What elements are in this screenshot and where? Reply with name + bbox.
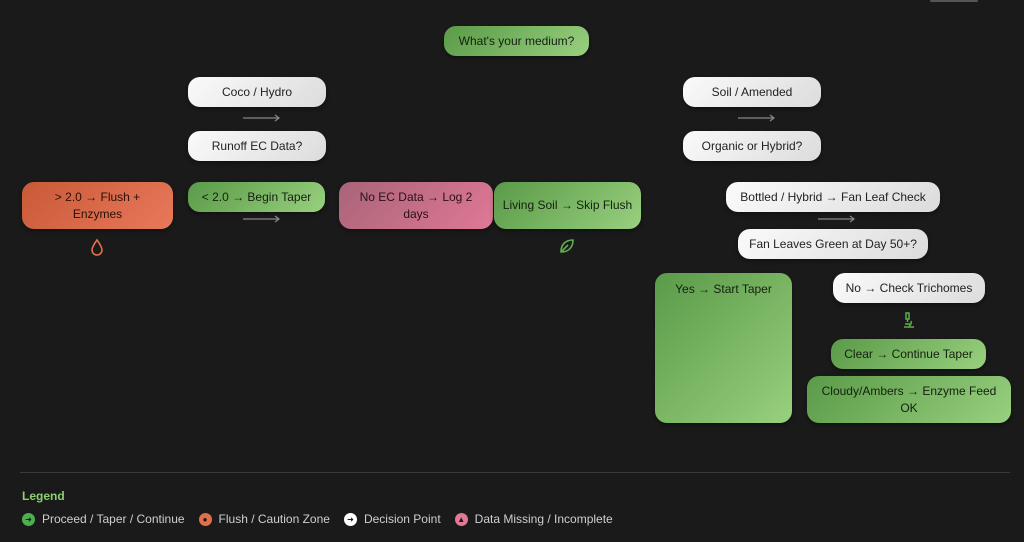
top-scroll-indicator: [930, 0, 978, 2]
node-organic-hybrid[interactable]: Organic or Hybrid?: [683, 131, 821, 161]
legend: ➜ Proceed / Taper / Continue ● Flush / Cau…: [22, 512, 613, 526]
divider: [20, 472, 1010, 473]
node-coco-hydro[interactable]: Coco / Hydro: [188, 77, 326, 107]
legend-item-flush: ● Flush / Caution Zone: [198, 512, 330, 526]
arrow-circle-icon: ➜: [343, 512, 357, 526]
legend-item-proceed: ➜ Proceed / Taper / Continue: [22, 512, 185, 526]
microscope-icon: [904, 312, 914, 328]
arrow-right-icon: [818, 215, 855, 223]
node-flush-enzymes[interactable]: > 2.0 → Flush + Enzymes: [22, 182, 173, 229]
arrow-right-icon: [243, 114, 280, 122]
node-begin-taper[interactable]: < 2.0 → Begin Taper: [188, 182, 325, 212]
legend-label: Data Missing / Incomplete: [474, 512, 613, 526]
legend-label: Flush / Caution Zone: [218, 512, 330, 526]
node-fan-leaves[interactable]: Fan Leaves Green at Day 50+?: [738, 229, 928, 259]
legend-title: Legend: [22, 489, 65, 503]
water-drop-icon: ●: [198, 512, 212, 526]
node-no-check-trichomes[interactable]: No → Check Trichomes: [833, 273, 985, 303]
node-cloudy-ambers[interactable]: Cloudy/Ambers → Enzyme Feed OK: [807, 376, 1011, 423]
arrow-right-icon: [243, 215, 280, 223]
arrow-right-icon: [738, 114, 775, 122]
leaf-icon: [560, 239, 574, 253]
node-no-ec-data[interactable]: No EC Data → Log 2 days: [339, 182, 493, 229]
water-drop-icon: [91, 238, 103, 256]
legend-item-missing: ▲ Data Missing / Incomplete: [454, 512, 613, 526]
flask-icon: ▲: [454, 512, 468, 526]
arrow-circle-icon: ➜: [22, 512, 35, 526]
legend-label: Decision Point: [363, 512, 441, 526]
node-bottled-hybrid[interactable]: Bottled / Hybrid → Fan Leaf Check: [726, 182, 940, 212]
node-root-question[interactable]: What's your medium?: [444, 26, 589, 56]
node-soil-amended[interactable]: Soil / Amended: [683, 77, 821, 107]
legend-label: Proceed / Taper / Continue: [42, 512, 185, 526]
legend-item-decision: ➜ Decision Point: [343, 512, 441, 526]
node-runoff-ec[interactable]: Runoff EC Data?: [188, 131, 326, 161]
node-living-soil[interactable]: Living Soil → Skip Flush: [494, 182, 641, 229]
node-yes-start-taper[interactable]: Yes → Start Taper: [655, 273, 792, 423]
node-clear-continue[interactable]: Clear → Continue Taper: [831, 339, 986, 369]
